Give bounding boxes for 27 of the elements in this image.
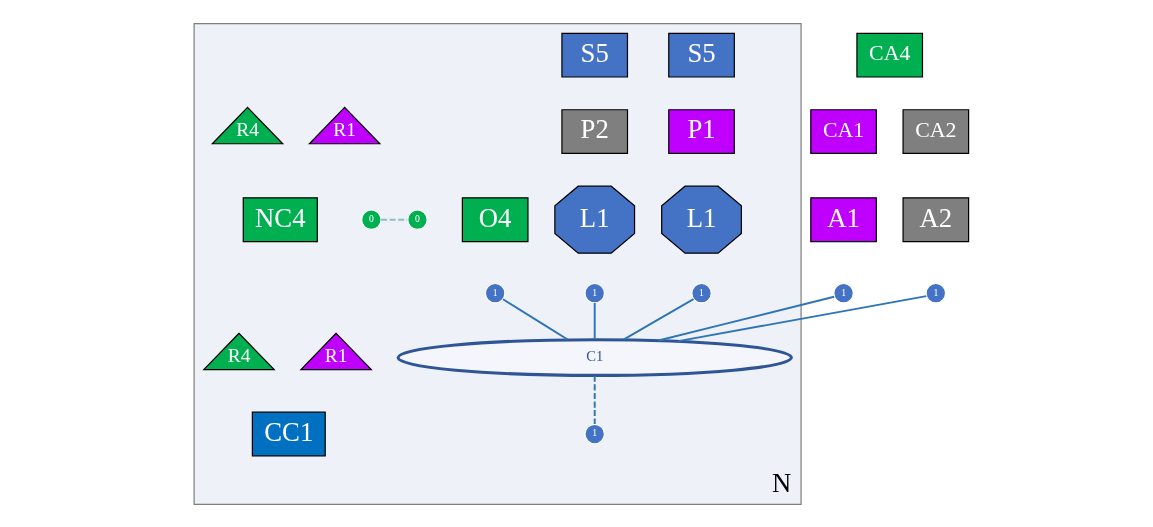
node-box: O4	[461, 196, 529, 242]
node-box: S5	[561, 32, 629, 78]
node-circle: 1	[584, 423, 606, 444]
connector	[622, 297, 695, 341]
node-ellipse: C1	[396, 337, 793, 377]
node-circle: 1	[925, 282, 947, 303]
connector	[502, 297, 569, 340]
node-box: CA2	[902, 108, 970, 154]
connector	[677, 294, 928, 342]
node-box: A2	[902, 196, 970, 242]
node-circle: 1	[691, 282, 712, 303]
node-box: S5	[668, 32, 735, 78]
node-circle: 1	[584, 282, 606, 303]
node-circle: 0	[407, 208, 428, 230]
node-circle: 0	[361, 208, 382, 230]
connector	[657, 295, 836, 341]
node-box: P2	[561, 108, 629, 154]
node-box: P1	[668, 108, 735, 154]
node-box: CA4	[856, 32, 924, 78]
connector	[593, 301, 596, 340]
node-circle: 1	[833, 282, 854, 303]
node-box: CC1	[251, 411, 326, 456]
node-circle: 1	[484, 282, 506, 303]
connector	[593, 374, 596, 425]
node-box: NC4	[242, 196, 318, 242]
node-box: CA1	[810, 108, 877, 154]
node-box: A1	[810, 196, 877, 242]
